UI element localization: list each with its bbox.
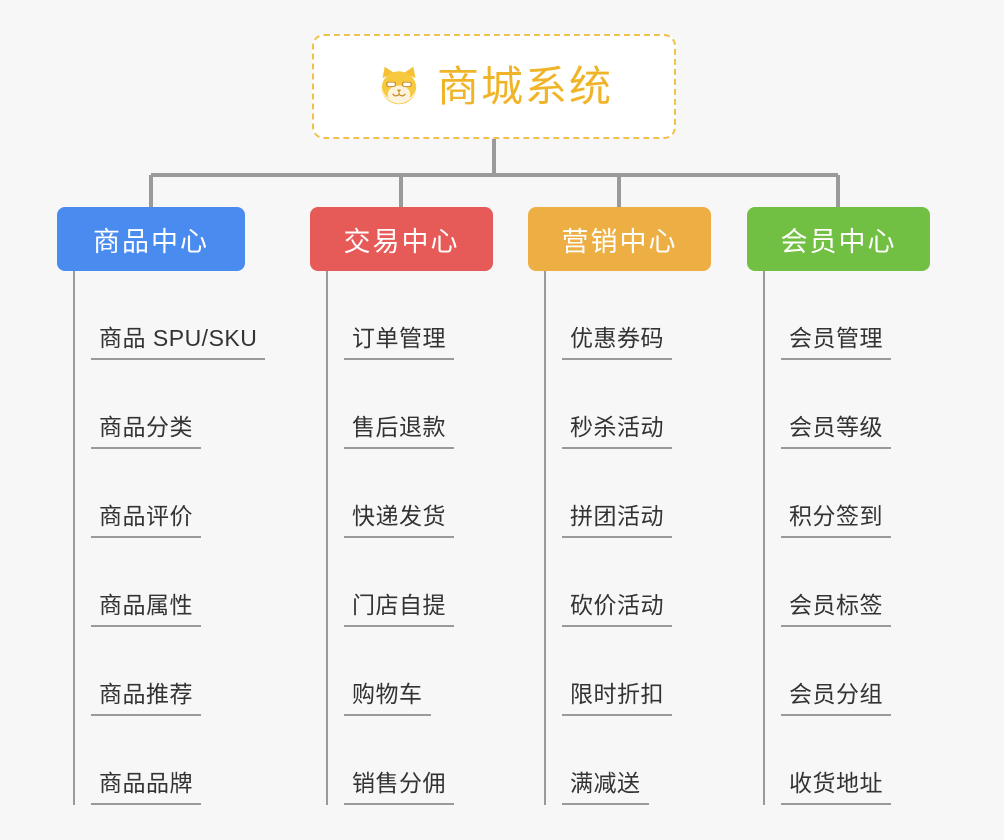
leaf-item-label: 商品 SPU/SKU: [91, 325, 266, 360]
branch-header-label: 营销中心: [561, 226, 678, 257]
root-node[interactable]: 商城系统: [312, 34, 676, 139]
leaf-item[interactable]: 拼团活动: [544, 449, 711, 538]
leaf-item-label: 砍价活动: [562, 592, 672, 627]
branch-header-product-center[interactable]: 商品中心: [57, 207, 245, 271]
leaf-item[interactable]: 会员分组: [763, 627, 930, 716]
leaf-item[interactable]: 收货地址: [763, 716, 930, 805]
leaf-item-label: 商品分类: [91, 414, 201, 449]
leaf-item-label: 售后退款: [344, 414, 454, 449]
leaf-item[interactable]: 砍价活动: [544, 538, 711, 627]
leaf-item-label: 优惠券码: [562, 325, 672, 360]
leaf-item[interactable]: 商品品牌: [73, 716, 245, 805]
leaf-item-label: 拼团活动: [562, 503, 672, 538]
leaf-list-member-center: 会员管理会员等级积分签到会员标签会员分组收货地址: [747, 271, 930, 805]
leaf-item-label: 会员分组: [781, 681, 891, 716]
leaf-item[interactable]: 满减送: [544, 716, 711, 805]
leaf-spine: [73, 271, 75, 805]
leaf-item[interactable]: 会员标签: [763, 538, 930, 627]
leaf-item[interactable]: 会员等级: [763, 360, 930, 449]
leaf-item-label: 快递发货: [344, 503, 454, 538]
root-title: 商城系统: [436, 62, 613, 110]
leaf-item-label: 商品属性: [91, 592, 201, 627]
leaf-item[interactable]: 商品推荐: [73, 627, 245, 716]
branch-marketing-center: 营销中心优惠券码秒杀活动拼团活动砍价活动限时折扣满减送: [528, 207, 711, 805]
branch-trade-center: 交易中心订单管理售后退款快递发货门店自提购物车销售分佣: [310, 207, 493, 805]
leaf-item[interactable]: 销售分佣: [326, 716, 493, 805]
leaf-item[interactable]: 快递发货: [326, 449, 493, 538]
shiba-dog-face-icon: [381, 66, 417, 104]
leaf-spine: [326, 271, 328, 805]
leaf-item-label: 会员管理: [781, 325, 891, 360]
leaf-item-label: 销售分佣: [344, 770, 454, 805]
leaf-item[interactable]: 购物车: [326, 627, 493, 716]
branch-product-center: 商品中心商品 SPU/SKU 商品分类商品评价商品属性商品推荐商品品牌: [57, 207, 266, 805]
leaf-item-label: 商品评价: [91, 503, 201, 538]
leaf-item[interactable]: 积分签到: [763, 449, 930, 538]
leaf-item[interactable]: 门店自提: [326, 538, 493, 627]
leaf-item-label: 会员等级: [781, 414, 891, 449]
leaf-spine: [763, 271, 765, 805]
branch-header-member-center[interactable]: 会员中心: [747, 207, 930, 271]
leaf-item[interactable]: 限时折扣: [544, 627, 711, 716]
leaf-item-label: 商品推荐: [91, 681, 201, 716]
leaf-item-label: 商品品牌: [91, 770, 201, 805]
leaf-item-label: 积分签到: [781, 503, 891, 538]
leaf-item[interactable]: 会员管理: [763, 271, 930, 360]
leaf-spine: [544, 271, 546, 805]
leaf-item[interactable]: 商品 SPU/SKU: [73, 271, 266, 360]
branch-header-label: 商品中心: [93, 226, 209, 257]
leaf-item[interactable]: 商品评价: [73, 449, 245, 538]
leaf-item-label: 限时折扣: [562, 681, 672, 716]
leaf-list-marketing-center: 优惠券码秒杀活动拼团活动砍价活动限时折扣满减送: [528, 271, 711, 805]
leaf-item[interactable]: 售后退款: [326, 360, 493, 449]
leaf-item[interactable]: 秒杀活动: [544, 360, 711, 449]
branch-header-label: 交易中心: [343, 226, 460, 257]
leaf-list-trade-center: 订单管理售后退款快递发货门店自提购物车销售分佣: [310, 271, 493, 805]
leaf-item-label: 门店自提: [344, 592, 454, 627]
leaf-item-label: 满减送: [562, 770, 649, 805]
leaf-item[interactable]: 订单管理: [326, 271, 493, 360]
leaf-item-label: 秒杀活动: [562, 414, 672, 449]
branch-header-label: 会员中心: [780, 226, 897, 257]
branch-header-trade-center[interactable]: 交易中心: [310, 207, 493, 271]
leaf-list-product-center: 商品 SPU/SKU 商品分类商品评价商品属性商品推荐商品品牌: [57, 271, 266, 805]
branch-member-center: 会员中心会员管理会员等级积分签到会员标签会员分组收货地址: [747, 207, 930, 805]
leaf-item[interactable]: 优惠券码: [544, 271, 711, 360]
leaf-item[interactable]: 商品属性: [73, 538, 245, 627]
leaf-item[interactable]: 商品分类: [73, 360, 245, 449]
leaf-item-label: 会员标签: [781, 592, 891, 627]
leaf-item-label: 购物车: [344, 681, 431, 716]
leaf-item-label: 订单管理: [344, 325, 454, 360]
branch-header-marketing-center[interactable]: 营销中心: [528, 207, 711, 271]
leaf-item-label: 收货地址: [781, 770, 891, 805]
